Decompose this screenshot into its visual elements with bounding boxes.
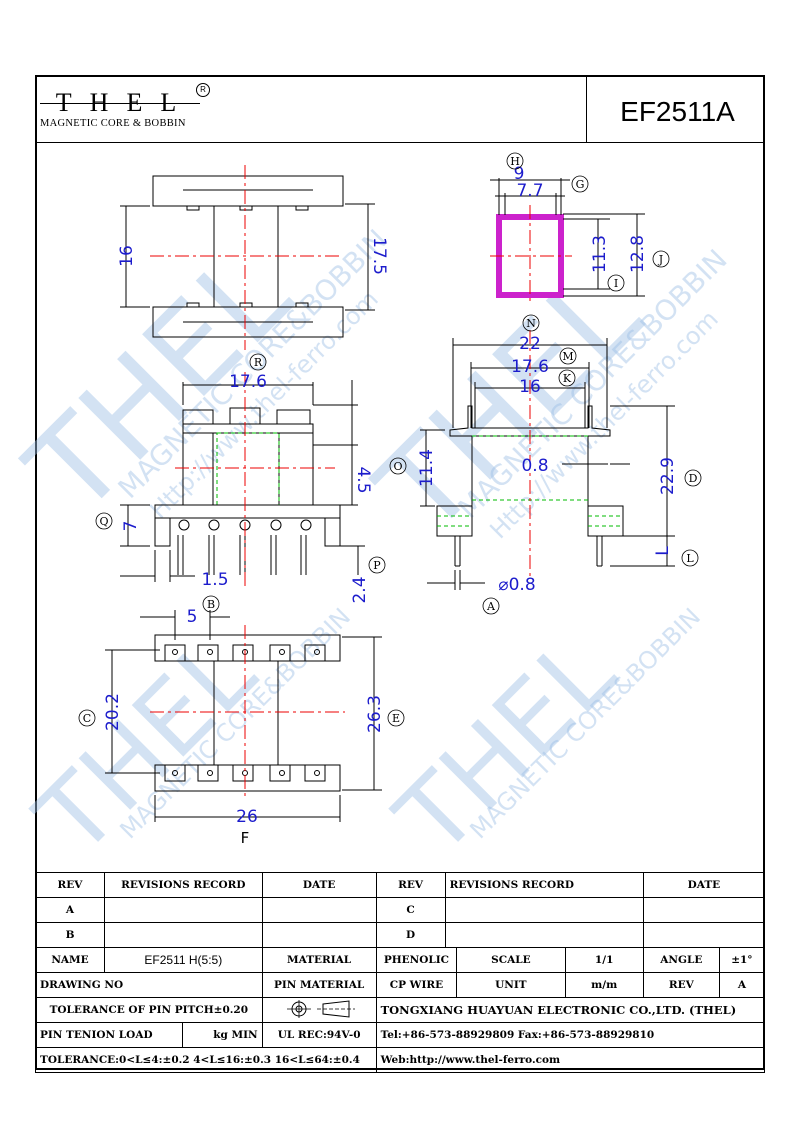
dim-17-5: 17.5 bbox=[369, 237, 389, 275]
callout-H: H bbox=[510, 155, 520, 168]
contact-tel: Tel:+86-573-88929809 Fax:+86-573-8892981… bbox=[375, 1022, 766, 1048]
callout-N: N bbox=[526, 317, 536, 330]
callout-L: L bbox=[686, 552, 694, 565]
callout-K: K bbox=[563, 372, 572, 385]
dim-20-2: 20.2 bbox=[103, 693, 123, 731]
callout-O: O bbox=[393, 460, 402, 473]
dim-22-top: 22 bbox=[519, 334, 541, 354]
kg-min-label: kg MIN bbox=[182, 1022, 263, 1048]
callouts: H G I J N M K O D L A R Q P B C E bbox=[78, 152, 702, 727]
dimension-labels: 9 7.7 11.3 12.8 16 17.5 17.6 4.5 7 1.5 2… bbox=[103, 164, 678, 847]
registered-icon: R bbox=[196, 83, 210, 97]
projection-symbol bbox=[261, 997, 377, 1023]
rev-header-2: REV bbox=[375, 872, 446, 898]
dim-7: 7 bbox=[121, 521, 141, 532]
callout-E: E bbox=[392, 712, 400, 725]
dim-17-6-right: 17.6 bbox=[511, 357, 549, 377]
dim-22-9: 22.9 bbox=[658, 457, 678, 495]
callout-R: R bbox=[254, 356, 263, 369]
tolerance-general: TOLERANCE:0<L≤4:±0.2 4<L≤16:±0.3 16<L≤64… bbox=[35, 1047, 377, 1073]
bottom-view bbox=[105, 610, 382, 822]
dim-4-5: 4.5 bbox=[353, 466, 373, 493]
callout-I: I bbox=[614, 277, 618, 290]
pin-material-label: PIN MATERIAL bbox=[261, 972, 377, 998]
tolerance-pin-pitch: TOLERANCE OF PIN PITCH±0.20 bbox=[35, 997, 263, 1023]
callout-B: B bbox=[207, 598, 215, 611]
rev-b: B bbox=[35, 922, 105, 948]
front-view bbox=[120, 380, 365, 582]
dim-pin-diameter: ⌀0.8 bbox=[498, 575, 535, 595]
title-block: REV REVISIONS RECORD DATE REV REVISIONS … bbox=[34, 872, 766, 1073]
unit-value: m/m bbox=[564, 972, 644, 998]
dim-2-4: 2.4 bbox=[350, 576, 370, 603]
dim-11-3: 11.3 bbox=[590, 235, 610, 273]
logo-rule bbox=[40, 103, 200, 104]
dim-5: 5 bbox=[187, 607, 198, 627]
side-view bbox=[120, 175, 375, 338]
logo-text: THEL bbox=[55, 88, 195, 117]
callout-Q: Q bbox=[99, 515, 108, 528]
dim-17-6-front: 17.6 bbox=[229, 372, 267, 392]
dim-1-5: 1.5 bbox=[201, 570, 228, 590]
name-value: EF2511 H(5:5) bbox=[104, 947, 263, 973]
dim-L: L bbox=[653, 546, 673, 556]
logo-subtitle: MAGNETIC CORE & BOBBIN bbox=[40, 118, 186, 129]
rev-d: D bbox=[375, 922, 446, 948]
callout-P: P bbox=[373, 559, 381, 572]
material-value: PHENOLIC bbox=[375, 947, 458, 973]
dim-26: 26 bbox=[236, 807, 258, 827]
dim-9: 9 bbox=[514, 164, 525, 184]
callout-J: J bbox=[658, 253, 663, 266]
header-vertical-divider bbox=[586, 75, 587, 142]
watermark-logo-4: THEL bbox=[374, 614, 638, 870]
material-label: MATERIAL bbox=[261, 947, 377, 973]
name-label: NAME bbox=[35, 947, 105, 973]
callout-A: A bbox=[486, 600, 496, 613]
ul-rec: UL REC:94V-0 bbox=[261, 1022, 377, 1048]
angle-value: ±1° bbox=[718, 947, 766, 973]
unit-label: UNIT bbox=[456, 972, 566, 998]
callout-G: G bbox=[576, 178, 585, 191]
callout-M: M bbox=[562, 350, 573, 363]
angle-label: ANGLE bbox=[642, 947, 720, 973]
callout-C: C bbox=[83, 712, 91, 725]
rev-a: A bbox=[35, 897, 105, 923]
projection-icon bbox=[287, 999, 356, 1018]
dim-F: F bbox=[241, 829, 250, 847]
rev-value: A bbox=[718, 972, 766, 998]
company-name: TONGXIANG HUAYUAN ELECTRONIC CO.,LTD. (T… bbox=[375, 997, 766, 1023]
scale-label: SCALE bbox=[456, 947, 566, 973]
part-number: EF2511A bbox=[620, 96, 735, 127]
dim-0-8: 0.8 bbox=[521, 456, 548, 476]
date-header-2: DATE bbox=[642, 872, 766, 898]
header-divider bbox=[35, 142, 765, 143]
technical-drawing: THEL MAGNETIC CORE&BOBBIN Http://www.the… bbox=[2, 152, 734, 870]
dim-7-7: 7.7 bbox=[516, 181, 543, 201]
dim-16-right: 16 bbox=[519, 377, 541, 397]
drawing-no-label: DRAWING NO bbox=[35, 972, 263, 998]
revisions-record-header: REVISIONS RECORD bbox=[104, 872, 263, 898]
revisions-record-header-2: REVISIONS RECORD bbox=[444, 872, 644, 898]
pin-material-value: CP WIRE bbox=[375, 972, 458, 998]
rev-header: REV bbox=[35, 872, 105, 898]
scale-value: 1/1 bbox=[564, 947, 644, 973]
callout-D: D bbox=[689, 472, 698, 485]
dim-26-3: 26.3 bbox=[365, 695, 385, 733]
date-header: DATE bbox=[261, 872, 377, 898]
rev-label: REV bbox=[642, 972, 720, 998]
dim-16-side: 16 bbox=[117, 245, 137, 267]
pin-tension-label: PIN TENION LOAD bbox=[34, 1022, 184, 1048]
dim-11-4: 11.4 bbox=[417, 449, 437, 487]
dim-12-8: 12.8 bbox=[628, 235, 648, 273]
contact-web: Web:http://www.thel-ferro.com bbox=[375, 1047, 766, 1073]
rev-c: C bbox=[375, 897, 446, 923]
